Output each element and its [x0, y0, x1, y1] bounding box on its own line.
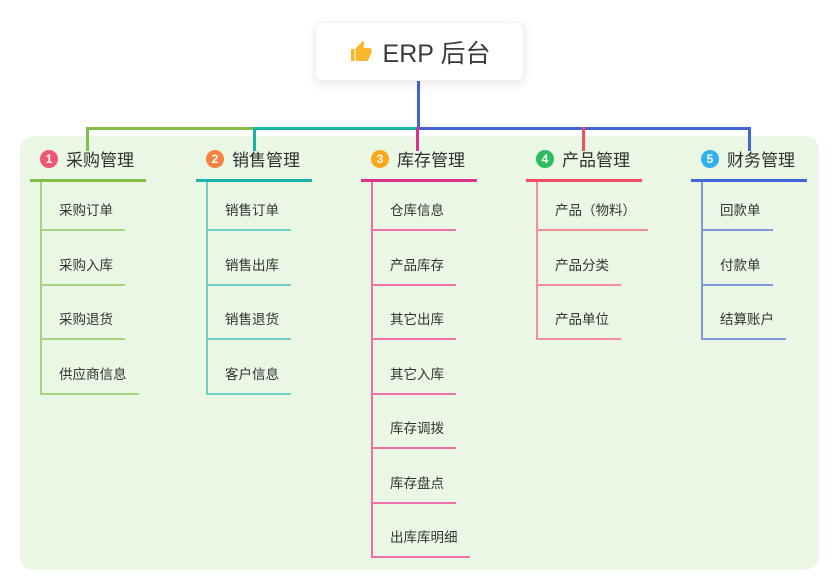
sub-node-label: 产品单位: [538, 308, 621, 340]
sub-list-purchase: 采购订单 采购入库 采购退货 供应商信息: [40, 182, 190, 395]
sub-node-label: 采购订单: [42, 199, 125, 231]
sub-node-label: 采购入库: [42, 254, 125, 286]
sub-node-label: 仓库信息: [373, 199, 456, 231]
branch-column-finance: 5 财务管理 回款单 付款单 结算账户: [691, 146, 839, 340]
sub-node[interactable]: 产品分类: [538, 231, 686, 286]
sub-node[interactable]: 结算账户: [703, 286, 839, 340]
branch-title: 采购管理: [66, 151, 134, 170]
branch-title: 销售管理: [232, 151, 300, 170]
sub-node[interactable]: 其它出库: [373, 286, 521, 340]
sub-node-label: 库存盘点: [373, 472, 456, 504]
sub-node[interactable]: 产品单位: [538, 286, 686, 340]
sub-list-finance: 回款单 付款单 结算账户: [701, 182, 839, 340]
connector-segment-sales: [253, 127, 418, 130]
sub-node-label: 采购退货: [42, 308, 125, 340]
sub-node-label: 出库库明细: [373, 526, 470, 558]
connector-drop-sales: [253, 127, 256, 151]
sub-node[interactable]: 库存盘点: [373, 449, 521, 504]
sub-node-label: 付款单: [703, 254, 773, 286]
connector-drop-product: [582, 127, 585, 151]
sub-node[interactable]: 产品库存: [373, 231, 521, 286]
sub-node-label: 结算账户: [703, 308, 786, 340]
sub-node-label: 回款单: [703, 199, 773, 231]
branch-column-product: 4 产品管理 产品（物料） 产品分类 产品单位: [526, 146, 686, 340]
branch-title: 产品管理: [562, 151, 630, 170]
sub-node[interactable]: 仓库信息: [373, 182, 521, 231]
sub-node-label: 销售出库: [208, 254, 291, 286]
branch-badge: 2: [206, 149, 224, 168]
sub-node-label: 客户信息: [208, 363, 291, 395]
sub-node[interactable]: 产品（物料）: [538, 182, 686, 231]
sub-node-label: 其它入库: [373, 363, 456, 395]
sub-node[interactable]: 客户信息: [208, 340, 356, 395]
sub-list-inventory: 仓库信息 产品库存 其它出库 其它入库 库存调拨 库存盘点 出库库明细: [371, 182, 521, 558]
root-connector-line: [417, 80, 420, 128]
connector-drop-inventory: [416, 127, 419, 151]
sub-list-product: 产品（物料） 产品分类 产品单位: [536, 182, 686, 340]
sub-node[interactable]: 采购订单: [42, 182, 190, 231]
branch-node-inventory[interactable]: 3 库存管理: [361, 146, 477, 182]
branch-title: 财务管理: [727, 151, 795, 170]
sub-node-label: 库存调拨: [373, 417, 456, 449]
sub-node[interactable]: 供应商信息: [42, 340, 190, 395]
sub-node[interactable]: 采购入库: [42, 231, 190, 286]
root-label: ERP 后台: [382, 39, 491, 68]
sub-node-label: 其它出库: [373, 308, 456, 340]
branch-column-inventory: 3 库存管理 仓库信息 产品库存 其它出库 其它入库 库存调拨 库存盘点 出库库…: [361, 146, 521, 558]
branch-column-sales: 2 销售管理 销售订单 销售出库 销售退货 客户信息: [196, 146, 356, 395]
thumbs-up-icon: [350, 40, 372, 61]
sub-node-label: 产品（物料）: [538, 199, 648, 231]
connector-drop-finance: [748, 127, 751, 151]
sub-list-sales: 销售订单 销售出库 销售退货 客户信息: [206, 182, 356, 395]
branch-badge: 3: [371, 149, 389, 168]
branches-panel: [20, 136, 819, 570]
sub-node[interactable]: 采购退货: [42, 286, 190, 340]
branch-node-product[interactable]: 4 产品管理: [526, 146, 642, 182]
sub-node-label: 产品库存: [373, 254, 456, 286]
sub-node-label: 销售退货: [208, 308, 291, 340]
branch-node-purchase[interactable]: 1 采购管理: [30, 146, 146, 182]
sub-node[interactable]: 销售出库: [208, 231, 356, 286]
sub-node[interactable]: 库存调拨: [373, 395, 521, 449]
sub-node-label: 供应商信息: [42, 363, 139, 395]
sub-node[interactable]: 回款单: [703, 182, 839, 231]
sub-node-label: 产品分类: [538, 254, 621, 286]
sub-node[interactable]: 出库库明细: [373, 504, 521, 558]
branch-badge: 4: [536, 149, 554, 168]
sub-node[interactable]: 付款单: [703, 231, 839, 286]
sub-node-label: 销售订单: [208, 199, 291, 231]
branch-badge: 1: [40, 149, 58, 168]
branch-node-sales[interactable]: 2 销售管理: [196, 146, 312, 182]
branch-title: 库存管理: [397, 151, 465, 170]
connector-segment-purchase: [86, 127, 253, 130]
branch-column-purchase: 1 采购管理 采购订单 采购入库 采购退货 供应商信息: [30, 146, 190, 395]
sub-node[interactable]: 销售订单: [208, 182, 356, 231]
branch-badge: 5: [701, 149, 719, 168]
branch-node-finance[interactable]: 5 财务管理: [691, 146, 807, 182]
sub-node[interactable]: 销售退货: [208, 286, 356, 340]
sub-node[interactable]: 其它入库: [373, 340, 521, 395]
root-node[interactable]: ERP 后台: [315, 22, 524, 81]
connector-drop-purchase: [86, 127, 89, 151]
